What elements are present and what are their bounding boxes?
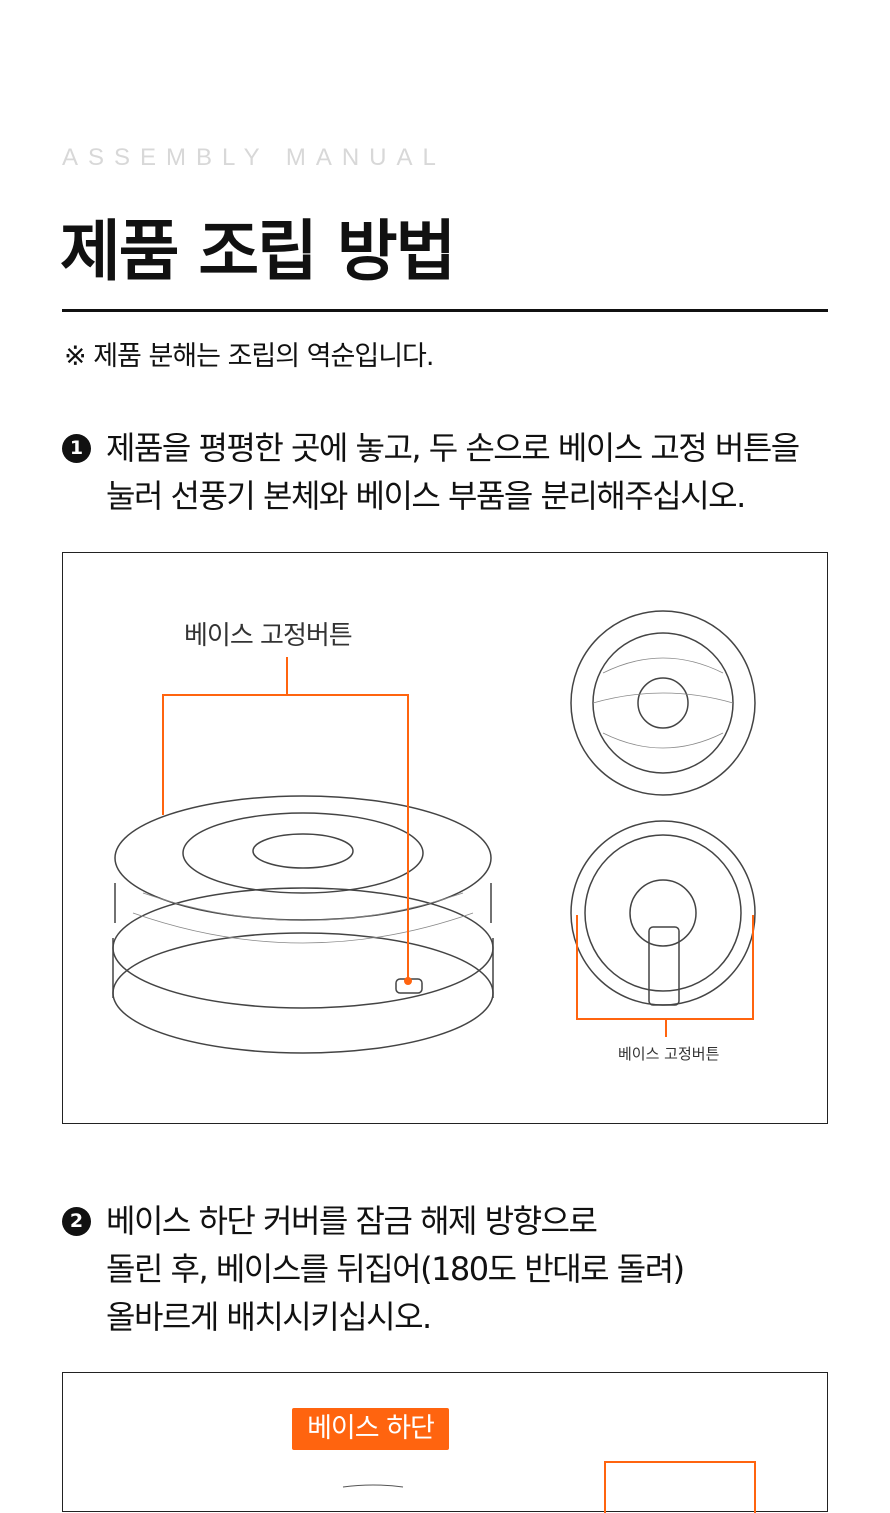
base-button-label-small: 베이스 고정버튼	[618, 1045, 720, 1063]
step-text-line: 베이스 하단 커버를 잠금 해제 방향으로	[106, 1202, 598, 1240]
fan-illustration	[112, 610, 756, 1054]
eyebrow-text: ASSEMBLY MANUAL	[62, 144, 446, 171]
step-2: 2 베이스 하단 커버를 잠금 해제 방향으로 돌린 후, 베이스를 뒤집어(1…	[62, 1197, 685, 1341]
step-text-line: 돌린 후, 베이스를 뒤집어(180도 반대로 돌려)	[106, 1250, 685, 1288]
step-number: 2	[62, 1207, 91, 1236]
figure-step-1: 베이스 고정버튼 베이스 고정버튼	[62, 552, 828, 1124]
step-text-line: 눌러 선풍기 본체와 베이스 부품을 분리해주십시오.	[106, 477, 746, 515]
divider	[62, 309, 828, 312]
figure-step-2: 베이스 하단	[62, 1372, 828, 1513]
disassembly-note: ※ 제품 분해는 조립의 역순입니다.	[64, 341, 434, 372]
base-illustration	[342, 1461, 756, 1513]
base-button-label: 베이스 고정버튼	[184, 621, 353, 651]
step-1: 1 제품을 평평한 곳에 놓고, 두 손으로 베이스 고정 버튼을 눌러 선풍기…	[62, 424, 800, 520]
marker-dot	[404, 977, 412, 985]
step-text-line: 제품을 평평한 곳에 놓고, 두 손으로 베이스 고정 버튼을	[106, 429, 800, 467]
page-title: 제품 조립 방법	[60, 213, 456, 290]
base-bottom-tag: 베이스 하단	[292, 1408, 449, 1450]
step-number: 1	[62, 434, 91, 463]
step-text-line: 올바르게 배치시키십시오.	[106, 1298, 432, 1336]
